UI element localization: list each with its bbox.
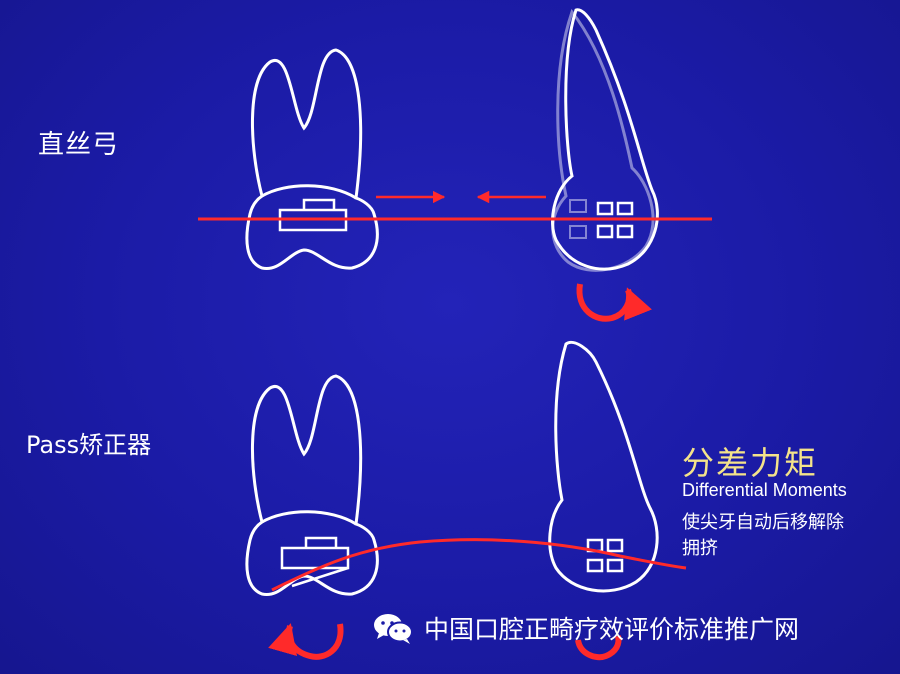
canine-tooth-bottom	[548, 341, 659, 593]
wechat-icon	[374, 614, 413, 644]
watermark-text: 中国口腔正畸疗效评价标准推广网	[424, 615, 800, 644]
premolar-tooth-top	[245, 48, 379, 270]
premolar-bracket-top	[278, 198, 348, 232]
annotation-title-en: Differential Moments	[682, 480, 847, 500]
rotation-arrow-top	[576, 283, 652, 322]
rotation-arrow-canine	[575, 635, 622, 661]
canine-bracket-top	[596, 201, 634, 239]
canine-tooth-top	[551, 8, 659, 271]
premolar-crown-line-bottom	[261, 510, 357, 526]
watermark: 中国口腔正畸疗效评价标准推广网	[372, 608, 799, 648]
annotation-title-cn: 分差力矩	[682, 444, 819, 482]
annotation-desc-line1: 使尖牙自动后移解除	[682, 512, 844, 533]
pass-wire	[271, 538, 687, 592]
premolar-tooth-bottom	[245, 374, 379, 596]
label-straight-wire: 直丝弓	[38, 130, 120, 160]
premolar-crown-line-top	[261, 184, 357, 200]
annotation-desc-line2: 拥挤	[682, 538, 718, 559]
label-pass-appliance: Pass矫正器	[26, 431, 152, 459]
rotation-arrow-premolar	[268, 623, 344, 660]
